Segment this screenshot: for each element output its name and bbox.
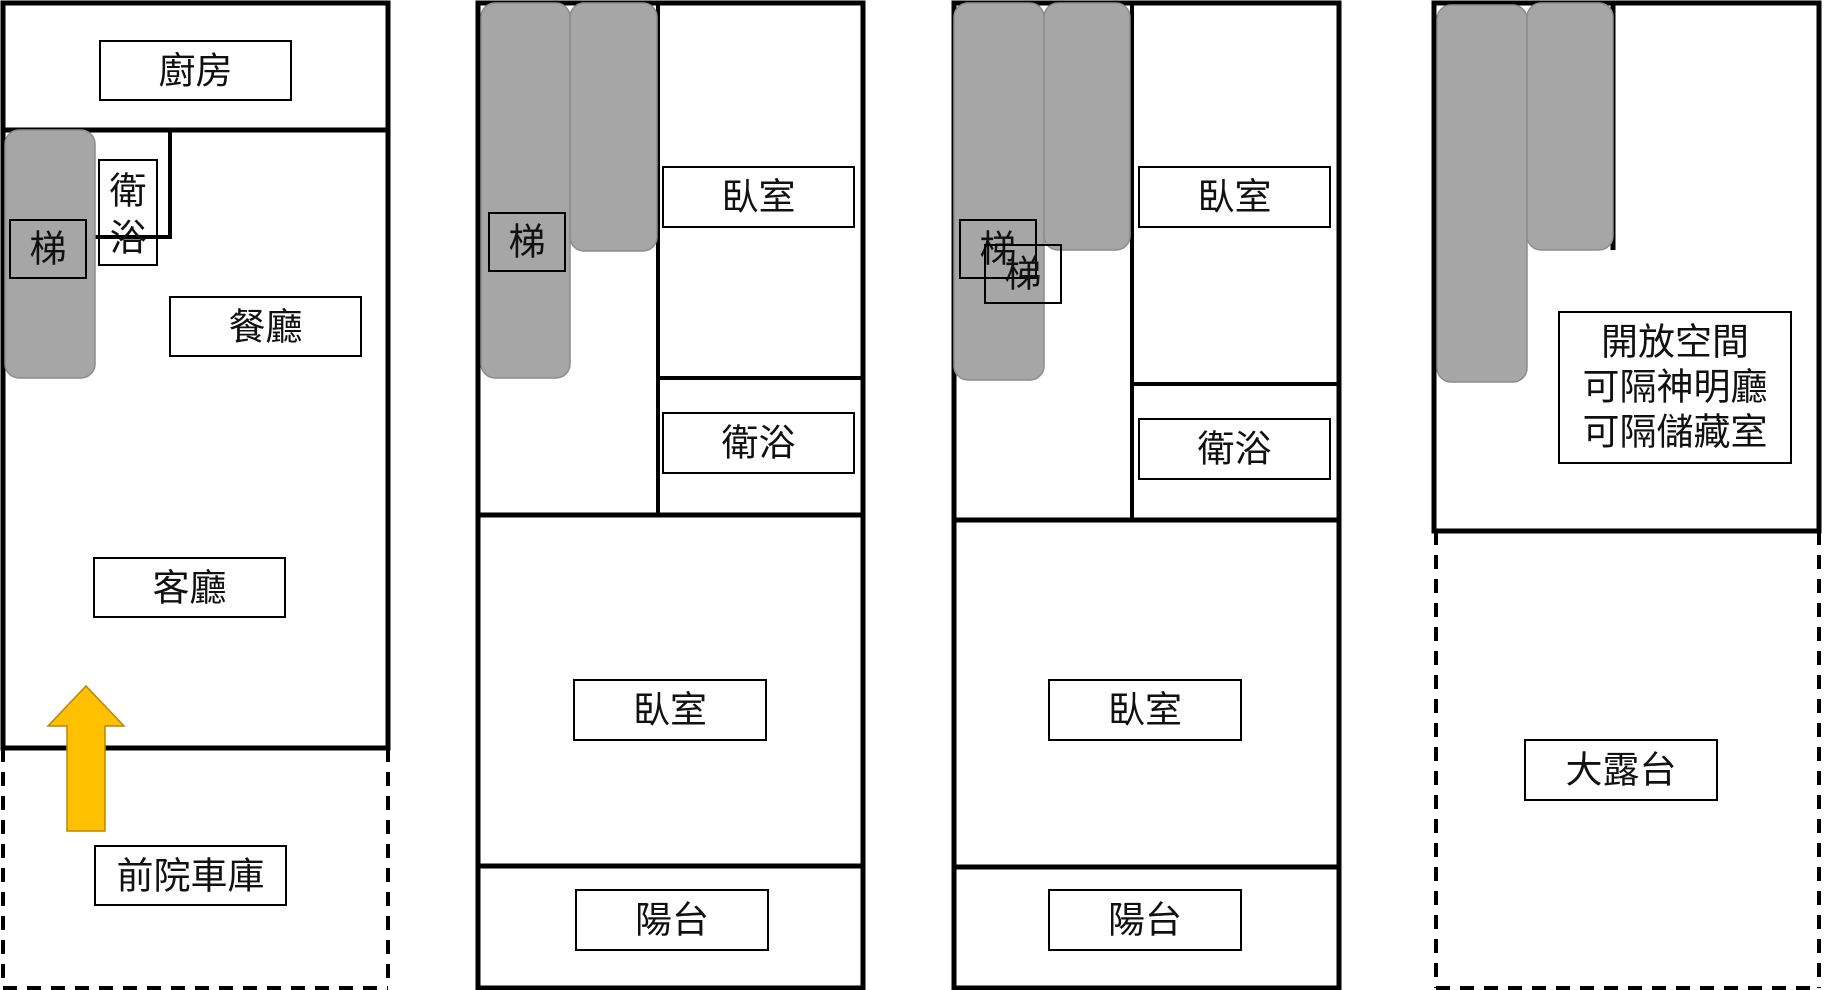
floor-4-plan: 開放空間 可隔神明廳 可隔儲藏室 大露台: [1431, 0, 1822, 990]
floor-4-outline: [1431, 0, 1822, 534]
floor-2-plan: 梯 臥室 衛浴 臥室 陽台: [475, 0, 866, 990]
floor-1-stair-label: 梯: [30, 228, 67, 271]
floor-3-stair-block-right: [1043, 2, 1131, 251]
entry-arrow-icon: [46, 684, 126, 832]
floor-1-living-label-box: [93, 557, 286, 618]
floor-4-open-space-label-box: [1558, 311, 1792, 464]
floor-1-outline: [0, 0, 391, 751]
floor-4-terrace-label-box: [1524, 739, 1718, 801]
floor-3-bedroom-top-label-box: [1138, 166, 1331, 228]
floor-2-balcony-label: 陽台: [635, 899, 709, 942]
floor-1-kitchen-label-box: [99, 40, 292, 101]
floor-3-stair-label-box-b: [984, 244, 1062, 304]
floor-3-bedroom-top-label: 臥室: [1198, 176, 1272, 219]
floor-1-bath-wall: [95, 130, 172, 239]
floor-4-stair-block-right: [1526, 2, 1614, 251]
floor-3-balcony-label-box: [1048, 889, 1242, 951]
floor-4-terrace-outline: [1434, 531, 1821, 990]
floor-2-stair-label-box: [488, 212, 566, 272]
floor-3-outline: [951, 0, 1342, 990]
floor-1-garage-label-box: [94, 845, 287, 906]
floor-1-dining-label-box: [169, 296, 362, 357]
floor-1-garage-label: 前院車庫: [117, 855, 265, 898]
floor-3-bath-label: 衛浴: [1198, 428, 1272, 471]
floor-2-outline: [475, 0, 866, 990]
floor-4-open-space-label-line-3: 可隔儲藏室: [1583, 411, 1768, 454]
floor-1-garage-outline: [1, 748, 390, 990]
floor-2-stair-block-right: [569, 2, 658, 252]
floor-3-stair-block-left: [953, 2, 1045, 381]
floor-3-stair-label-b: 梯: [1005, 253, 1042, 296]
floor-2-bedroom-main-label-box: [573, 679, 767, 741]
floor-1-living-label: 客廳: [153, 567, 227, 610]
floor-1-kitchen-label: 廚房: [159, 50, 233, 93]
floor-4-stair-block-left: [1436, 4, 1528, 383]
floor-1-plan: 廚房 梯 衛 浴 餐廳 客廳 前院車庫: [0, 0, 391, 990]
floor-2-bedroom-top-label-box: [662, 166, 855, 228]
floor-4-terrace-label: 大露台: [1566, 749, 1677, 792]
floor-2-bedroom-main-label: 臥室: [633, 689, 707, 732]
floor-1-bath-label-char-1: 衛: [110, 170, 147, 213]
floor-1-dining-label: 餐廳: [229, 306, 303, 349]
floor-3-bath-label-box: [1138, 418, 1331, 480]
floor-1-bath-label-char-2: 浴: [110, 217, 147, 260]
floor-2-bedroom-top-label: 臥室: [722, 176, 796, 219]
floor-2-stair-block-left: [480, 2, 571, 379]
floor-4-open-space-label-line-1: 開放空間: [1601, 321, 1749, 364]
floor-3-stair-label-box-a: [959, 219, 1037, 279]
floor-3-plan: 梯 梯 臥室 衛浴 臥室 陽台: [951, 0, 1342, 990]
floor-2-balcony-label-box: [575, 889, 769, 951]
floor-2-bath-label-box: [662, 412, 855, 474]
floor-1-bath-label-box: [98, 159, 158, 266]
floor-2-stair-label: 梯: [509, 221, 546, 264]
floor-2-bath-label: 衛浴: [722, 422, 796, 465]
floor-3-balcony-label: 陽台: [1108, 899, 1182, 942]
floor-1-stair-label-box: [9, 219, 87, 279]
floor-3-bedroom-main-label-box: [1048, 679, 1242, 741]
floor-3-bedroom-main-label: 臥室: [1108, 689, 1182, 732]
floor-1-stair-block: [4, 129, 96, 379]
floor-4-open-space-label-line-2: 可隔神明廳: [1583, 366, 1768, 409]
